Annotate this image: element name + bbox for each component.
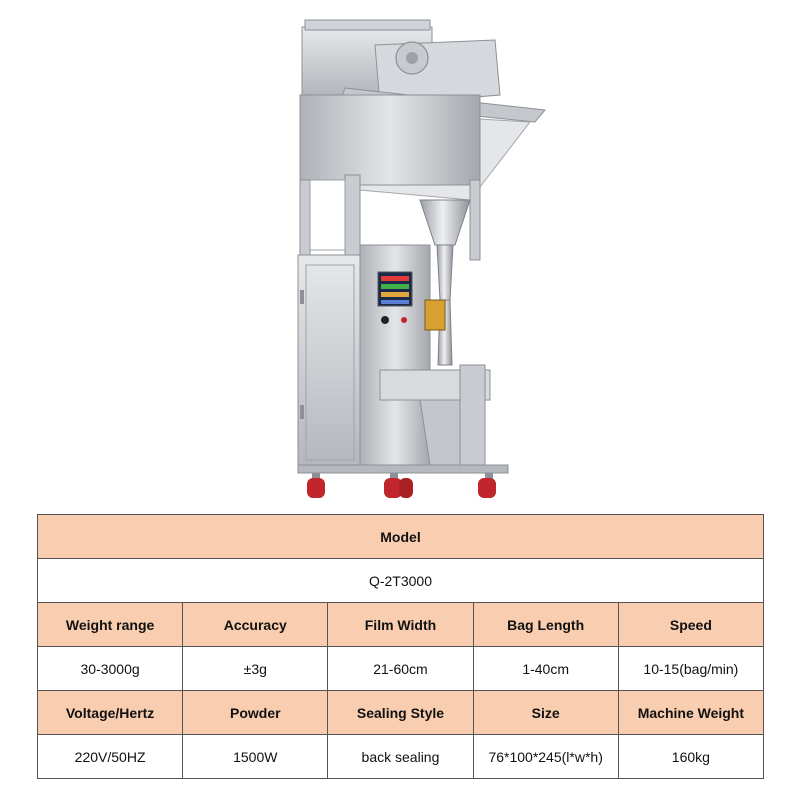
caster-wheel-icon xyxy=(307,473,325,498)
accuracy-header: Accuracy xyxy=(182,602,329,647)
film-width-value: 21-60cm xyxy=(327,646,474,691)
sealing-style-value: back sealing xyxy=(327,734,474,779)
powder-header: Powder xyxy=(182,690,329,735)
weight-range-value: 30-3000g xyxy=(36,646,184,691)
cabinet-door xyxy=(297,254,361,471)
speed-value: 10-15(bag/min) xyxy=(617,646,765,691)
spec-table: Model Q-2T3000 Weight range Accuracy Fil… xyxy=(36,514,765,779)
upper-frame xyxy=(299,94,481,186)
voltage-value: 220V/50HZ xyxy=(36,734,184,779)
sealing-style-header: Sealing Style xyxy=(327,690,474,735)
film-width-header: Film Width xyxy=(327,602,474,647)
packing-machine-icon xyxy=(297,19,546,498)
voltage-header: Voltage/Hertz xyxy=(36,690,184,735)
powder-value: 1500W xyxy=(182,734,329,779)
accuracy-value: ±3g xyxy=(182,646,329,691)
weight-range-header: Weight range xyxy=(36,602,184,647)
caster-wheel-icon xyxy=(384,473,413,498)
machine-weight-header: Machine Weight xyxy=(617,690,765,735)
size-header: Size xyxy=(472,690,619,735)
size-value: 76*100*245(l*w*h) xyxy=(472,734,619,779)
model-header: Model xyxy=(37,514,764,559)
bag-length-header: Bag Length xyxy=(472,602,619,647)
machine-weight-value: 160kg xyxy=(617,734,765,779)
model-value: Q-2T3000 xyxy=(37,558,764,603)
funnel-cone xyxy=(419,199,471,246)
caster-wheel-icon xyxy=(478,473,496,498)
speed-header: Speed xyxy=(617,602,765,647)
product-image xyxy=(297,19,546,498)
bag-length-value: 1-40cm xyxy=(472,646,619,691)
power-switch-icon xyxy=(381,316,389,324)
